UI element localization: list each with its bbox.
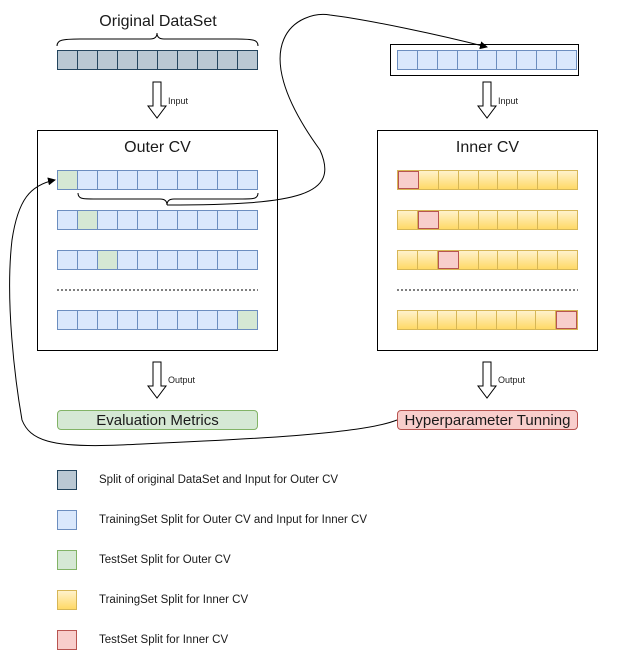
legend-swatch-original xyxy=(57,470,77,490)
evaluation-metrics-box: Evaluation Metrics xyxy=(57,410,258,430)
legend-label-original: Split of original DataSet and Input for … xyxy=(99,474,339,486)
legend-label-outer-test: TestSet Split for Outer CV xyxy=(99,554,231,566)
outer-fold-2 xyxy=(57,210,258,230)
down-arrow-2 xyxy=(477,81,497,119)
original-dataset-bar xyxy=(57,50,258,70)
outer-cv-title: Outer CV xyxy=(124,139,191,156)
inner-fold-1 xyxy=(397,170,578,190)
outer-fold-1 xyxy=(57,170,258,190)
down-arrow-4 xyxy=(477,361,497,399)
down-arrow-1 xyxy=(147,81,167,119)
legend-swatch-inner-test xyxy=(57,630,77,650)
inner-fold-2 xyxy=(397,210,578,230)
brace-outer-fold xyxy=(77,192,259,206)
output-label-right: Output xyxy=(498,375,526,385)
input-label-left: Input xyxy=(168,96,189,106)
legend-label-outer-train: TrainingSet Split for Outer CV and Input… xyxy=(99,514,368,526)
input-label-right: Input xyxy=(498,96,519,106)
hyperparameter-tuning-box: Hyperparameter Tunning xyxy=(397,410,578,430)
original-dataset-title: Original DataSet xyxy=(99,13,217,30)
curve-to-inner-input xyxy=(166,13,488,206)
outer-fold-last xyxy=(57,310,258,330)
legend-label-inner-test: TestSet Split for Inner CV xyxy=(99,634,229,646)
legend-swatch-outer-train xyxy=(57,510,77,530)
outer-fold-3 xyxy=(57,250,258,270)
inner-fold-last xyxy=(397,310,578,330)
output-label-left: Output xyxy=(168,375,196,385)
down-arrow-3 xyxy=(147,361,167,399)
inner-fold-3 xyxy=(397,250,578,270)
inner-input-bar xyxy=(397,50,577,70)
legend-label-inner-train: TrainingSet Split for Inner CV xyxy=(99,594,249,606)
inner-cv-title: Inner CV xyxy=(455,139,520,156)
curve-to-outer-fold xyxy=(9,177,398,447)
legend-swatch-outer-test xyxy=(57,550,77,570)
legend-swatch-inner-train xyxy=(57,590,77,610)
brace-original xyxy=(56,32,259,47)
